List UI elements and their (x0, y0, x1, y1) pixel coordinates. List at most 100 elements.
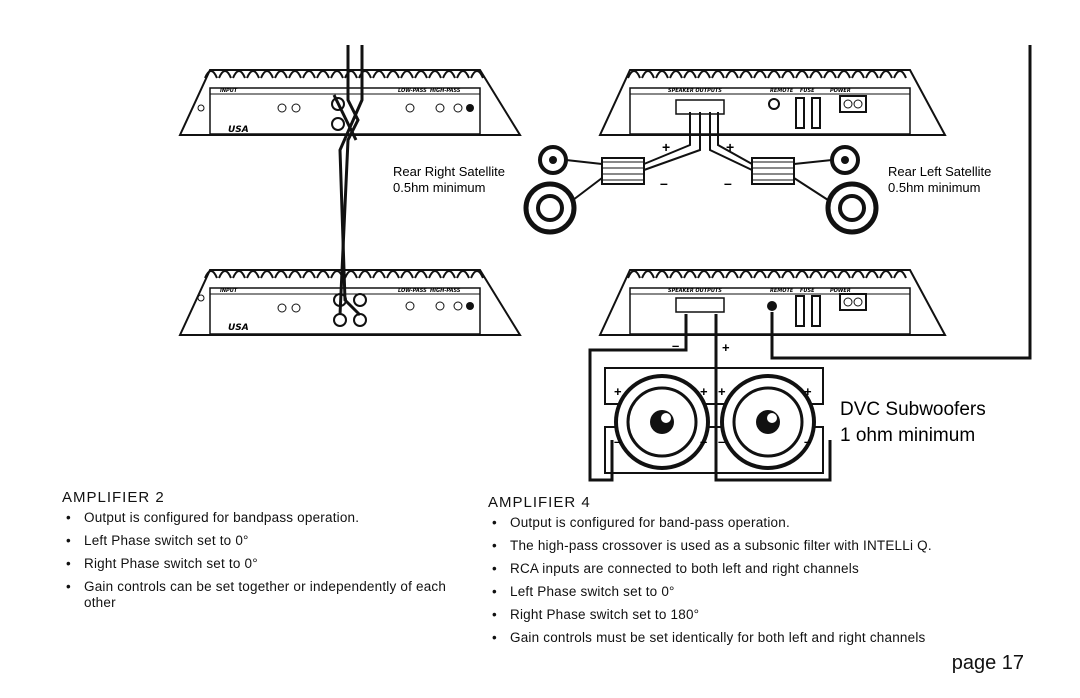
power-label: POWER (830, 88, 851, 94)
list-item: Output is configured for bandpass operat… (62, 510, 472, 526)
indicator-icon (466, 104, 474, 112)
rear-left-satellite-spec: 0.5hm minimum (888, 180, 980, 195)
speaker-outputs-label: SPEAKER OUTPUTS (668, 88, 722, 94)
woofer-icon (825, 181, 879, 235)
power-label: POWER (830, 288, 851, 294)
rear-left-satellite-title: Rear Left Satellite (888, 164, 991, 179)
gain-knob-icon (291, 103, 301, 113)
polarity-minus: – (672, 338, 679, 353)
polarity-plus: + (722, 340, 730, 355)
high-pass-label: HIGH-PASS (430, 88, 461, 94)
list-item: Output is configured for band-pass opera… (488, 515, 1048, 531)
page-number: page 17 (951, 652, 1024, 674)
crossover-knob-icon (405, 301, 415, 311)
tweeter-dome-icon (841, 156, 849, 164)
power-led-icon (197, 294, 205, 302)
rca-jack-icon (331, 97, 345, 111)
polarity-minus: – (804, 434, 811, 449)
wiring-diagram: INPUT LOW-PASS HIGH-PASS USA INPUT LOW-P… (178, 45, 1032, 482)
rear-left-satellite (709, 112, 879, 235)
polarity-minus: – (700, 434, 707, 449)
rca-cables (332, 45, 364, 317)
list-item: The high-pass crossover is used as a sub… (488, 538, 1048, 554)
rca-jack-icon (331, 117, 345, 131)
list-item: RCA inputs are connected to both left an… (488, 561, 1048, 577)
speaker-terminal-block-icon (675, 99, 725, 115)
polarity-plus: + (726, 139, 734, 155)
amplifier-4-bullets: Output is configured for band-pass opera… (488, 515, 1048, 646)
subwoofer-dustcap-icon (756, 410, 780, 434)
remote-wire (770, 45, 1032, 360)
crossover-knob-icon (405, 103, 415, 113)
crossover-knob-icon (453, 103, 463, 113)
list-item: Left Phase switch set to 0° (62, 533, 472, 549)
speaker-terminal-block-icon (675, 297, 725, 313)
subwoofers-title: DVC Subwoofers (840, 399, 986, 420)
crossover-knob-icon (435, 301, 445, 311)
fuse-label: FUSE (800, 288, 815, 294)
list-item: Gain controls can be set together or ind… (62, 579, 472, 611)
dvc-subwoofers (588, 314, 832, 482)
power-terminal-icon (839, 95, 867, 113)
amplifier-2-bullets: Output is configured for bandpass operat… (62, 510, 472, 611)
power-terminal-screw-icon (853, 99, 863, 109)
fuse-icon (795, 295, 805, 327)
amplifier-lower-left: INPUT LOW-PASS HIGH-PASS USA (178, 269, 522, 336)
gain-knob-icon (277, 103, 287, 113)
subwoofers-spec: 1 ohm minimum (840, 425, 975, 446)
brand-logo-icon: USA (228, 323, 249, 333)
polarity-minus: – (718, 434, 725, 449)
input-label: INPUT (220, 288, 238, 294)
subwoofer-dustcap-icon (650, 410, 674, 434)
list-item: Left Phase switch set to 0° (488, 584, 1048, 600)
list-item: Right Phase switch set to 0° (62, 556, 472, 572)
fuse-icon (795, 97, 805, 129)
list-item: Gain controls must be set identically fo… (488, 630, 1048, 646)
amplifier-2-title: AMPLIFIER 2 (62, 489, 165, 506)
polarity-minus: – (614, 434, 621, 449)
high-pass-label: HIGH-PASS (430, 288, 461, 294)
power-terminal-screw-icon (853, 297, 863, 307)
power-led-icon (197, 104, 205, 112)
list-item: Right Phase switch set to 180° (488, 607, 1048, 623)
woofer-cone-icon (536, 194, 564, 222)
crossover-knob-icon (453, 301, 463, 311)
polarity-minus: – (660, 175, 668, 191)
crossover-knob-icon (435, 103, 445, 113)
low-pass-label: LOW-PASS (398, 288, 427, 294)
fuse-icon (811, 295, 821, 327)
subwoofer-surround-icon (626, 386, 698, 458)
gain-knob-icon (291, 303, 301, 313)
remote-label: REMOTE (770, 88, 794, 94)
brand-logo-icon: USA (228, 125, 249, 135)
fuse-label: FUSE (800, 88, 815, 94)
polarity-plus: + (718, 384, 726, 399)
fuse-icon (811, 97, 821, 129)
woofer-cone-icon (838, 194, 866, 222)
tweeter-dome-icon (549, 156, 557, 164)
power-terminal-icon (839, 293, 867, 311)
rear-right-satellite-spec: 0.5hm minimum (393, 180, 485, 195)
power-terminal-screw-icon (843, 297, 853, 307)
gain-knob-icon (277, 303, 287, 313)
remote-gain-knob-icon (768, 98, 780, 110)
polarity-plus: + (614, 384, 622, 399)
input-label: INPUT (220, 88, 238, 94)
woofer-icon (523, 181, 577, 235)
polarity-minus: – (724, 175, 732, 191)
power-terminal-screw-icon (843, 99, 853, 109)
remote-jack-icon (767, 301, 777, 311)
amplifier-2-section: AMPLIFIER 2 Output is configured for ban… (62, 489, 472, 618)
subwoofer-surround-icon (732, 386, 804, 458)
amplifier-4-title: AMPLIFIER 4 (488, 494, 591, 511)
amplifier-upper-right: SPEAKER OUTPUTS REMOTE FUSE POWER (598, 69, 947, 136)
polarity-plus: + (700, 384, 708, 399)
remote-label: REMOTE (770, 288, 794, 294)
rear-right-satellite (523, 112, 701, 235)
rca-jack-icon (353, 293, 367, 307)
rear-right-satellite-title: Rear Right Satellite (393, 164, 505, 179)
polarity-plus: + (804, 384, 812, 399)
speaker-outputs-label: SPEAKER OUTPUTS (668, 288, 722, 294)
indicator-icon (466, 302, 474, 310)
polarity-plus: + (662, 139, 670, 155)
